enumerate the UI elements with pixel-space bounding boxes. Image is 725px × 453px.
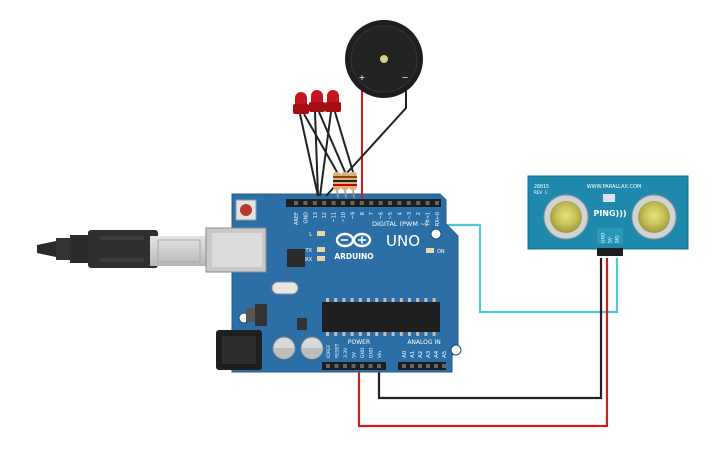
digital-pin-label: GND: [303, 212, 309, 224]
sensor-pin-label: 5V: [608, 236, 614, 243]
analog-pin-label: A1: [410, 351, 416, 358]
led-rx-label: RX: [305, 257, 312, 263]
sensor-model-label: 28015: [534, 184, 549, 190]
sensor-pin-label: SIG: [615, 235, 621, 243]
digital-pin-label: AREF: [294, 212, 300, 225]
analog-pin-label: A2: [418, 351, 424, 358]
sensor-website-label: WWW.PARALLAX.COM: [587, 184, 642, 190]
digital-pin-label: 7: [369, 212, 375, 215]
digital-pin-label: 13: [313, 212, 319, 218]
digital-pin-socket[interactable]: [425, 201, 430, 205]
digital-pin-socket[interactable]: [378, 201, 383, 205]
ground-wire: [377, 258, 603, 400]
digital-pin-socket[interactable]: [416, 201, 421, 205]
signal-wire: [447, 223, 619, 314]
sensor-pin-label: GND: [601, 232, 607, 243]
led-3: [325, 90, 341, 112]
digital-pin-label: 4: [397, 212, 403, 215]
power-pin-label: RESET: [335, 343, 341, 358]
power-pin-label: GND: [369, 347, 375, 358]
buzzer-minus-label: −: [402, 73, 409, 82]
led-l-label: L: [309, 232, 312, 238]
digital-pin-socket[interactable]: [350, 201, 355, 205]
piezo-buzzer: + −: [345, 20, 423, 98]
buzzer-plus-label: +: [359, 73, 366, 82]
power-pin-label: GND: [360, 347, 366, 358]
digital-pin-socket[interactable]: [359, 201, 364, 205]
digital-pin-socket[interactable]: [331, 201, 336, 205]
digital-pin-label: ~5: [388, 212, 394, 219]
resistor-3: [349, 172, 357, 190]
power-pin-label: Vin: [377, 351, 383, 358]
analog-pin-socket[interactable]: [402, 364, 406, 368]
analog-pin-socket[interactable]: [410, 364, 414, 368]
digital-pin-socket[interactable]: [406, 201, 411, 205]
power-pin-label: 3.3V: [343, 347, 349, 358]
led-tx-label: TX: [305, 248, 313, 254]
digital-pin-label: ~10: [341, 212, 347, 223]
arduino-logo-text: ARDUINO: [334, 252, 373, 261]
led1-ground-wire: [299, 113, 319, 197]
digital-pin-label: 12: [322, 212, 328, 218]
digital-pin-label: 2: [416, 212, 422, 215]
power-pin-socket[interactable]: [351, 364, 356, 368]
led3-ground-wire: [319, 111, 332, 197]
power-wire: [357, 258, 609, 428]
arduino-logo-icon: [335, 232, 372, 248]
analog-pin-label: A4: [434, 350, 440, 358]
analog-pin-label: A3: [426, 350, 432, 358]
analog-pin-socket[interactable]: [418, 364, 422, 368]
digital-pin-socket[interactable]: [341, 201, 345, 205]
led2-ground-wire: [314, 111, 319, 197]
sensor-name-label: PING))): [593, 209, 626, 218]
digital-pin-label: 8: [360, 212, 366, 215]
digital-pin-socket[interactable]: [388, 201, 392, 205]
digital-pin-socket[interactable]: [435, 201, 439, 205]
power-pin-socket[interactable]: [343, 364, 347, 368]
power-pin-label: 5V: [352, 351, 358, 358]
reset-button[interactable]: [240, 204, 252, 216]
analog-pin-socket[interactable]: [442, 364, 446, 368]
power-header-label: POWER: [348, 339, 370, 346]
digital-header-label: DIGITAL (PWM ~): [372, 220, 428, 228]
resistor-2: [341, 172, 349, 190]
analog-pin-label: A5: [442, 350, 448, 358]
usb-cable: [37, 230, 208, 268]
digital-pin-label: ~3: [407, 212, 413, 219]
digital-pin-socket[interactable]: [294, 201, 298, 205]
digital-pin-socket[interactable]: [369, 201, 374, 205]
led-on-label: ON: [437, 249, 445, 255]
led-1: [293, 92, 309, 114]
analog-pin-socket[interactable]: [434, 364, 438, 368]
digital-pin-socket[interactable]: [397, 201, 402, 205]
board-model-label: UNO: [386, 232, 420, 250]
analog-pin-label: A0: [402, 350, 408, 358]
digital-pin-socket[interactable]: [312, 201, 317, 205]
resistor-1: [333, 172, 341, 190]
buzzer-negative-wire: [325, 88, 407, 197]
ping-ultrasonic-sensor: 28015 REV C WWW.PARALLAX.COM PING))) GND…: [527, 175, 689, 256]
led-2: [309, 90, 325, 112]
analog-header-label: ANALOG IN: [407, 339, 440, 346]
digital-pin-label: ~6: [379, 212, 385, 219]
power-pin-socket[interactable]: [368, 364, 373, 368]
digital-pin-socket[interactable]: [303, 201, 308, 205]
digital-pin-label: RX←0: [435, 212, 441, 226]
power-pin-label: IOREF: [326, 344, 332, 358]
power-pin-socket[interactable]: [377, 364, 381, 368]
digital-pin-label: TX→1: [426, 212, 432, 227]
digital-pin-label: ~11: [332, 212, 338, 223]
power-pin-socket[interactable]: [334, 364, 339, 368]
power-pin-socket[interactable]: [360, 364, 364, 368]
sensor-revision-label: REV C: [534, 190, 548, 196]
digital-pin-label: ~9: [350, 212, 356, 219]
digital-pin-socket[interactable]: [322, 201, 327, 205]
analog-pin-socket[interactable]: [426, 364, 430, 368]
power-pin-socket[interactable]: [326, 364, 330, 368]
